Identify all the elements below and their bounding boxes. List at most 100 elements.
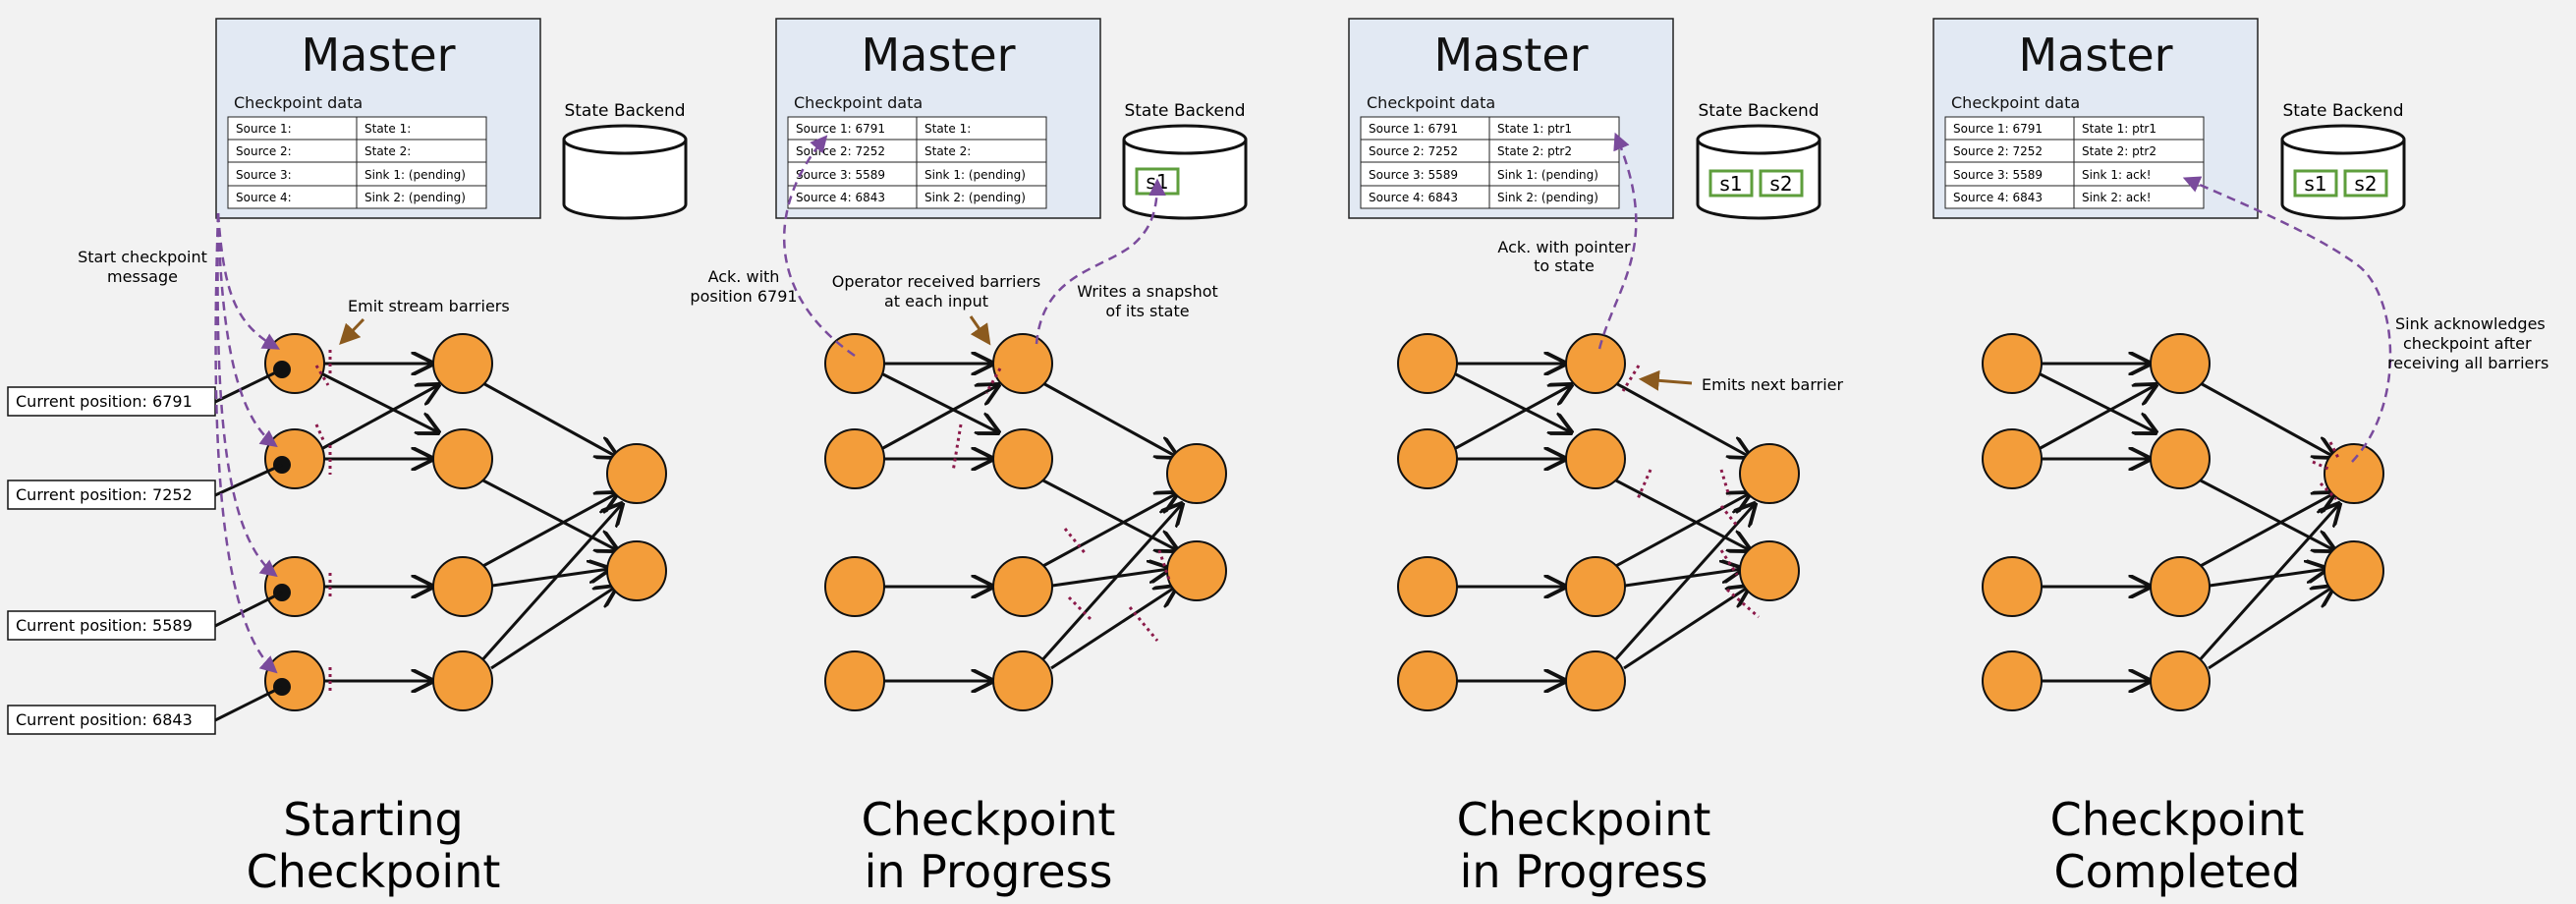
source-node bbox=[1397, 428, 1458, 489]
panel-checkpoint-completed: Master Checkpoint data Source 1: 6791 St… bbox=[1932, 18, 2548, 898]
source-node bbox=[824, 650, 885, 711]
master-title: Master bbox=[301, 28, 455, 82]
sink-node bbox=[606, 443, 667, 504]
table-cell: State 2: bbox=[364, 144, 411, 158]
source-position-box: Current position: 6791 bbox=[7, 367, 283, 417]
state-backend-label: State Backend bbox=[1124, 101, 1245, 121]
table-cell: Sink 2: (pending) bbox=[1497, 191, 1598, 204]
table-cell: Source 3: 5589 bbox=[1953, 168, 2043, 182]
operator-node bbox=[992, 650, 1053, 711]
table-cell: Source 3: 5589 bbox=[1369, 168, 1458, 182]
checkpoint-data-label: Checkpoint data bbox=[234, 93, 363, 112]
table-cell: Source 3: 5589 bbox=[796, 168, 885, 182]
annotation: of its state bbox=[1105, 302, 1189, 320]
operator-node bbox=[1565, 650, 1626, 711]
operator-node bbox=[2150, 650, 2211, 711]
master-title: Master bbox=[1433, 28, 1588, 82]
checkpoint-table: Source 1: 6791 State 1: ptr1 Source 2: 7… bbox=[1360, 116, 1620, 209]
panel-caption: Checkpoint bbox=[2050, 793, 2305, 846]
operator-node bbox=[432, 333, 493, 394]
state-backend-label: State Backend bbox=[1698, 101, 1819, 121]
source-position-box: Current position: 6843 bbox=[7, 685, 283, 735]
table-cell: State 2: bbox=[924, 144, 971, 158]
operator-node bbox=[2150, 333, 2211, 394]
source-node bbox=[264, 333, 325, 394]
annotation: position 6791 bbox=[690, 287, 797, 306]
panel-caption: in Progress bbox=[865, 845, 1113, 898]
table-cell: Sink 2: (pending) bbox=[924, 191, 1026, 204]
annotation: checkpoint after bbox=[2403, 334, 2532, 353]
table-cell: Sink 2: ack! bbox=[2082, 191, 2152, 204]
sink-node bbox=[2324, 443, 2384, 504]
source-node bbox=[1397, 650, 1458, 711]
table-cell: Sink 1: ack! bbox=[2082, 168, 2152, 182]
sink-node bbox=[1166, 540, 1227, 601]
table-cell: Sink 1: (pending) bbox=[924, 168, 1026, 182]
annotation: Writes a snapshot bbox=[1077, 282, 1218, 301]
master-box: Master Checkpoint data Source 1: 6791 St… bbox=[1348, 18, 1674, 219]
operator-node bbox=[432, 556, 493, 617]
annotation: at each input bbox=[884, 292, 988, 311]
table-cell: Source 2: 7252 bbox=[1953, 144, 2043, 158]
annotation: Operator received barriers bbox=[832, 272, 1040, 291]
panel-caption: in Progress bbox=[1460, 845, 1708, 898]
snapshot-label: s2 bbox=[1769, 172, 1792, 196]
table-cell: Source 4: 6843 bbox=[1369, 191, 1458, 204]
source-position-box: Current position: 5589 bbox=[7, 591, 283, 641]
table-cell: State 2: ptr2 bbox=[2082, 144, 2156, 158]
snapshot-label: s1 bbox=[2304, 172, 2326, 196]
checkpoint-table: Source 1: State 1: Source 2: State 2: So… bbox=[227, 116, 487, 209]
annotation: receiving all barriers bbox=[2387, 354, 2548, 372]
operator-node bbox=[992, 333, 1053, 394]
operator-node bbox=[432, 650, 493, 711]
operator-node bbox=[432, 428, 493, 489]
table-cell: State 2: ptr2 bbox=[1497, 144, 1572, 158]
state-backend-cylinder: s1 bbox=[1122, 124, 1248, 220]
annotation: message bbox=[107, 267, 178, 286]
source-node bbox=[1982, 333, 2043, 394]
master-box: Master Checkpoint data Source 1: 6791 St… bbox=[1932, 18, 2259, 219]
table-cell: Sink 1: (pending) bbox=[1497, 168, 1598, 182]
table-cell: Sink 1: (pending) bbox=[364, 168, 466, 182]
table-cell: Sink 2: (pending) bbox=[364, 191, 466, 204]
source-node bbox=[1982, 650, 2043, 711]
annotation: Start checkpoint bbox=[78, 248, 207, 266]
state-backend-label: State Backend bbox=[2282, 101, 2403, 121]
panel-checkpoint-in-progress-1: Master Checkpoint data Source 1: 6791 St… bbox=[690, 18, 1248, 898]
table-cell: Source 1: 6791 bbox=[1369, 122, 1458, 136]
master-title: Master bbox=[2018, 28, 2172, 82]
table-cell: State 1: bbox=[924, 122, 971, 136]
source-node bbox=[264, 650, 325, 711]
table-cell: Source 1: 6791 bbox=[796, 122, 885, 136]
state-backend-label: State Backend bbox=[564, 101, 685, 121]
panel-caption: Completed bbox=[2054, 845, 2301, 898]
panel-checkpoint-in-progress-2: Master Checkpoint data Source 1: 6791 St… bbox=[1348, 18, 1843, 898]
current-position-label: Current position: 6843 bbox=[16, 710, 193, 729]
source-node bbox=[1397, 556, 1458, 617]
table-cell: State 1: ptr1 bbox=[1497, 122, 1572, 136]
current-position-label: Current position: 6791 bbox=[16, 392, 193, 411]
operator-node bbox=[1565, 333, 1626, 394]
master-title: Master bbox=[861, 28, 1015, 82]
state-backend-cylinder: s1 s2 bbox=[2280, 124, 2406, 220]
sink-node bbox=[1739, 540, 1800, 601]
source-node bbox=[824, 428, 885, 489]
source-node bbox=[264, 428, 325, 489]
operator-node bbox=[992, 556, 1053, 617]
master-box: Master Checkpoint data Source 1: 6791 St… bbox=[775, 18, 1101, 219]
table-cell: Source 2: bbox=[236, 144, 292, 158]
snapshot-label: s1 bbox=[1719, 172, 1742, 196]
annotation: Ack. with pointer bbox=[1497, 238, 1631, 256]
state-backend-cylinder: s1 s2 bbox=[1696, 124, 1821, 220]
table-cell: Source 2: 7252 bbox=[1369, 144, 1458, 158]
operator-node bbox=[992, 428, 1053, 489]
snapshot-label: s2 bbox=[2354, 172, 2377, 196]
checkpoint-data-label: Checkpoint data bbox=[794, 93, 923, 112]
table-cell: State 1: bbox=[364, 122, 411, 136]
source-node bbox=[1982, 556, 2043, 617]
current-position-label: Current position: 7252 bbox=[16, 485, 193, 504]
panel-caption: Checkpoint bbox=[1457, 793, 1711, 846]
sink-node bbox=[2324, 540, 2384, 601]
panel-caption: Checkpoint bbox=[247, 845, 501, 898]
